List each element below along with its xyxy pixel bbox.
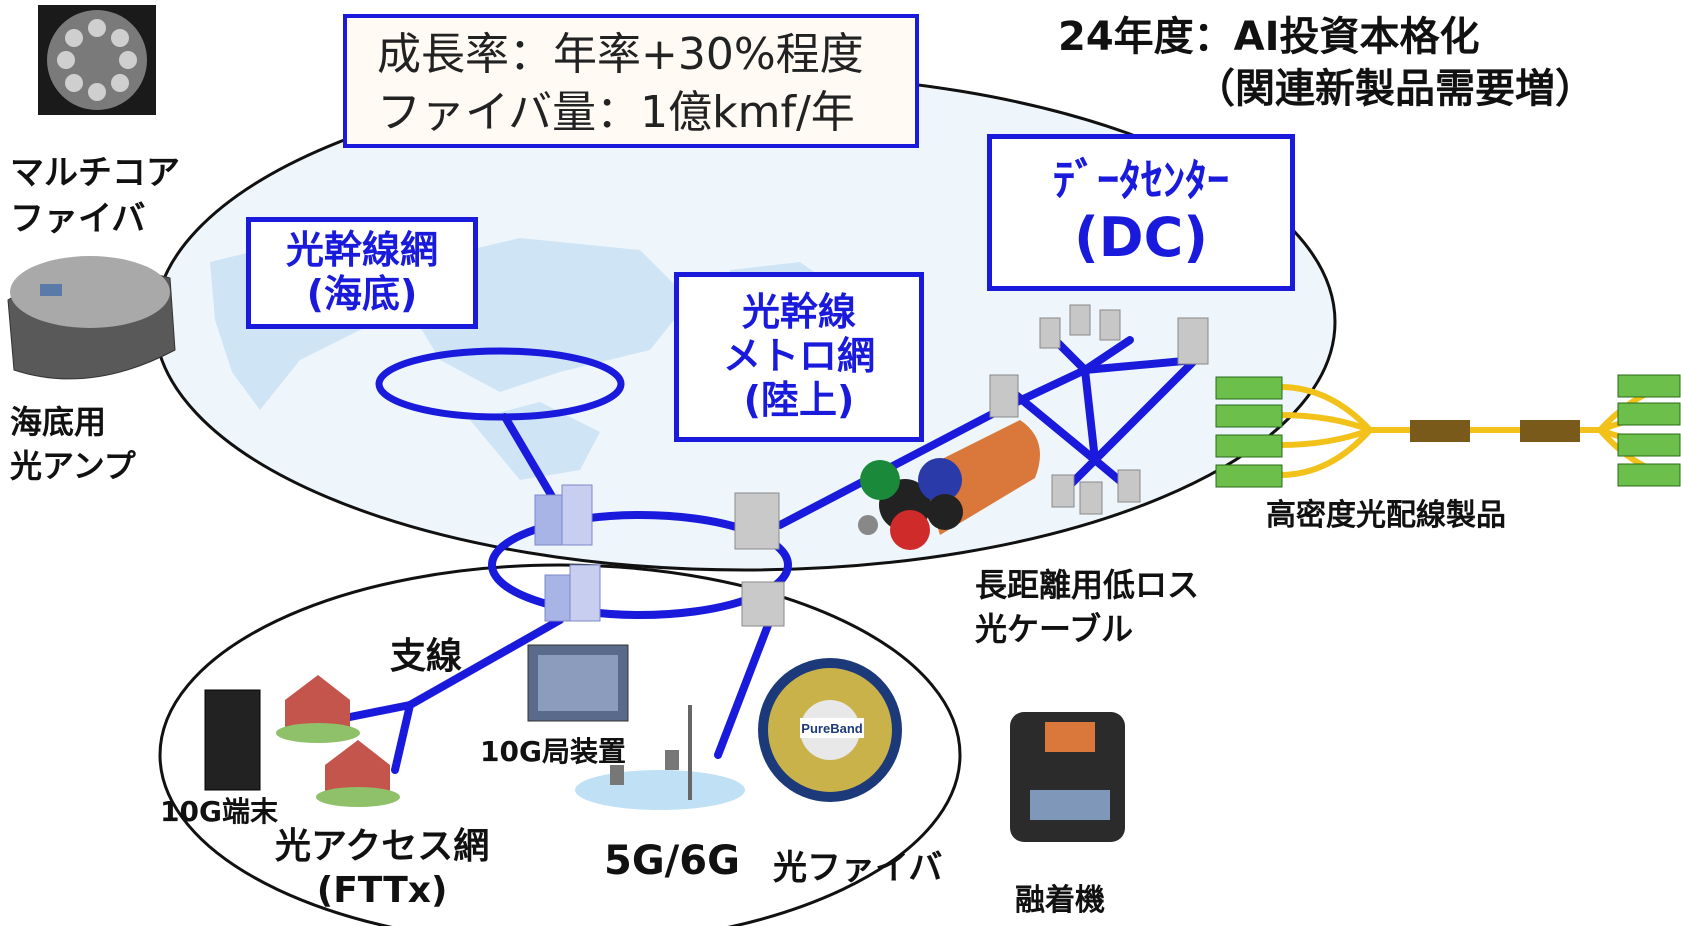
- fusion-splicer-label: 融着機: [1015, 883, 1105, 918]
- submarine-network-sub: (海底): [306, 272, 418, 316]
- fiber-volume-text: ファイバ量：1億kmf/年: [377, 87, 855, 138]
- low-loss-cable-image: [858, 420, 1040, 550]
- access-network-line1: 光アクセス網: [275, 826, 490, 867]
- multicore-fiber-line2: ファイバ: [10, 199, 146, 239]
- submarine-amp-label: 海底用 光アンプ: [10, 400, 136, 488]
- onu-device-image: [204, 689, 261, 791]
- multicore-fiber-image: [38, 5, 156, 115]
- olt-label: 10G局装置: [480, 735, 626, 768]
- metro-ring: [488, 511, 792, 619]
- growth-rate-text: 成長率：年率+30%程度: [377, 29, 864, 80]
- optical-fiber-label: 光ファイバ: [773, 848, 943, 888]
- access-network-line2: (FTTx): [316, 870, 448, 911]
- low-loss-cable-label: 長距離用低ロス 光ケーブル: [975, 563, 1199, 651]
- submarine-network-box: 光幹線網 (海底): [246, 217, 478, 329]
- exchange-buildings: [534, 484, 785, 627]
- cell-tower-image: [575, 705, 745, 810]
- datacenter-label: ﾃﾞｰﾀｾﾝﾀｰ: [1053, 155, 1229, 207]
- ai-investment-note: 24年度：AI投資本格化: [1058, 14, 1480, 60]
- submarine-ring: [375, 347, 625, 421]
- submarine-amp-device: [7, 256, 176, 380]
- high-density-label: 高密度光配線製品: [1266, 498, 1506, 533]
- submarine-network-label: 光幹線網: [285, 228, 438, 273]
- olt-device-image: [527, 644, 629, 722]
- datacenter-servers: [989, 304, 1209, 515]
- spool-brand-text: PureBand: [801, 721, 862, 736]
- multicore-fiber-label: マルチコア ファイバ: [10, 150, 180, 242]
- metro-network-label: 光幹線: [741, 290, 856, 335]
- datacenter-sub: (DC): [1074, 205, 1208, 269]
- fusion-splicer-image: [1010, 712, 1125, 842]
- branch-line-label: 支線: [390, 636, 463, 677]
- submarine-amp-line2: 光アンプ: [10, 447, 136, 485]
- metro-network-sub: メトロ網: [722, 334, 875, 379]
- houses: [276, 675, 400, 807]
- low-loss-cable-line2: 光ケーブル: [975, 610, 1134, 648]
- mobile-label: 5G/6G: [604, 838, 740, 884]
- datacenter-box: ﾃﾞｰﾀｾﾝﾀｰ (DC): [987, 134, 1295, 291]
- submarine-amp-line1: 海底用: [10, 403, 107, 441]
- growth-rate-box: 成長率：年率+30%程度 ファイバ量：1億kmf/年: [343, 14, 919, 148]
- onu-label: 10G端末: [160, 795, 278, 828]
- fiber-spool-image: PureBand: [758, 658, 902, 802]
- high-density-harness-image: [1215, 374, 1681, 488]
- low-loss-cable-line1: 長距離用低ロス: [975, 566, 1200, 604]
- new-product-demand-note: （関連新製品需要増）: [1195, 66, 1595, 112]
- metro-network-land: (陸上): [743, 377, 855, 422]
- multicore-fiber-line1: マルチコア: [10, 153, 180, 193]
- metro-network-box: 光幹線 メトロ網 (陸上): [674, 272, 924, 442]
- access-network-label: 光アクセス網 (FTTx): [275, 825, 489, 913]
